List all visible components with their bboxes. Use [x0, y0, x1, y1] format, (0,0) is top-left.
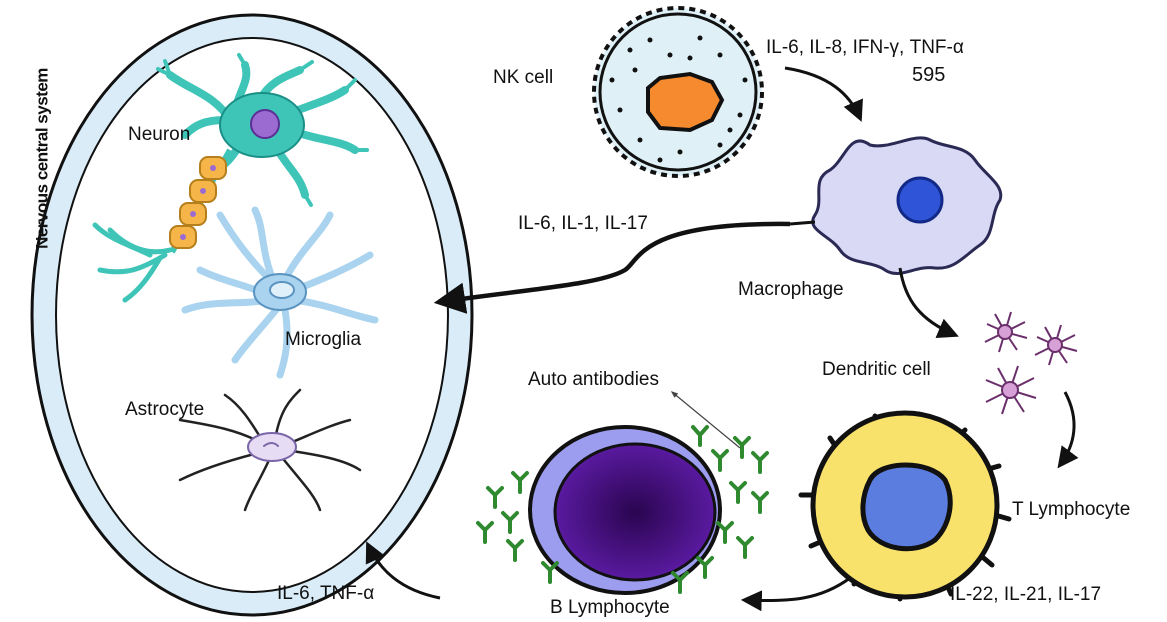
t-lymphocyte-illustration [798, 410, 1012, 602]
macrophage-cytokines-label: IL-6, IL-1, IL-17 [518, 213, 648, 234]
b-lymphocyte-illustration [528, 425, 722, 595]
arrow-auto-antibodies [670, 391, 741, 449]
arrow-t-to-b [740, 576, 851, 612]
arrow-macrophage-to-cns [433, 221, 791, 314]
b-lymphocyte-label: B Lymphocyte [550, 597, 670, 618]
nk-cell-illustration [592, 6, 764, 178]
auto-antibodies-label: Auto antibodies [528, 369, 659, 390]
arrows [365, 66, 1079, 612]
astrocyte-label: Astrocyte [125, 399, 205, 420]
nk-number-label: 595 [912, 64, 946, 86]
dendritic-cells-illustration [984, 311, 1078, 415]
dendritic-cell-label: Dendritic cell [822, 359, 931, 380]
microglia-label: Microglia [285, 329, 362, 350]
arrow-b-to-cns [365, 541, 441, 600]
nk-cell-label: NK cell [493, 67, 554, 88]
nk-cytokines-label: IL-6, IL-8, IFN-γ, TNF-α [766, 37, 964, 58]
b-cytokines-label: IL-6, TNF-α [277, 583, 375, 604]
neuron-label: Neuron [128, 124, 191, 145]
arrow-nk-to-macrophage [784, 66, 863, 122]
cns-compartment [30, 13, 474, 617]
cns-label: Nervous central system [32, 68, 52, 249]
microglia-illustration [181, 206, 379, 379]
neuron-illustration [92, 53, 369, 303]
macrophage-illustration [789, 136, 1003, 275]
macrophage-label: Macrophage [738, 279, 844, 300]
astrocyte-illustration [178, 388, 362, 512]
t-lymphocyte-label: T Lymphocyte [1012, 499, 1131, 520]
antibodies-illustration [476, 425, 769, 594]
t-cytokines-label: IL-22, IL-21, IL-17 [950, 584, 1102, 605]
arrow-dendritic-to-t [1057, 391, 1079, 469]
arrow-macrophage-to-dendritic [898, 267, 959, 339]
